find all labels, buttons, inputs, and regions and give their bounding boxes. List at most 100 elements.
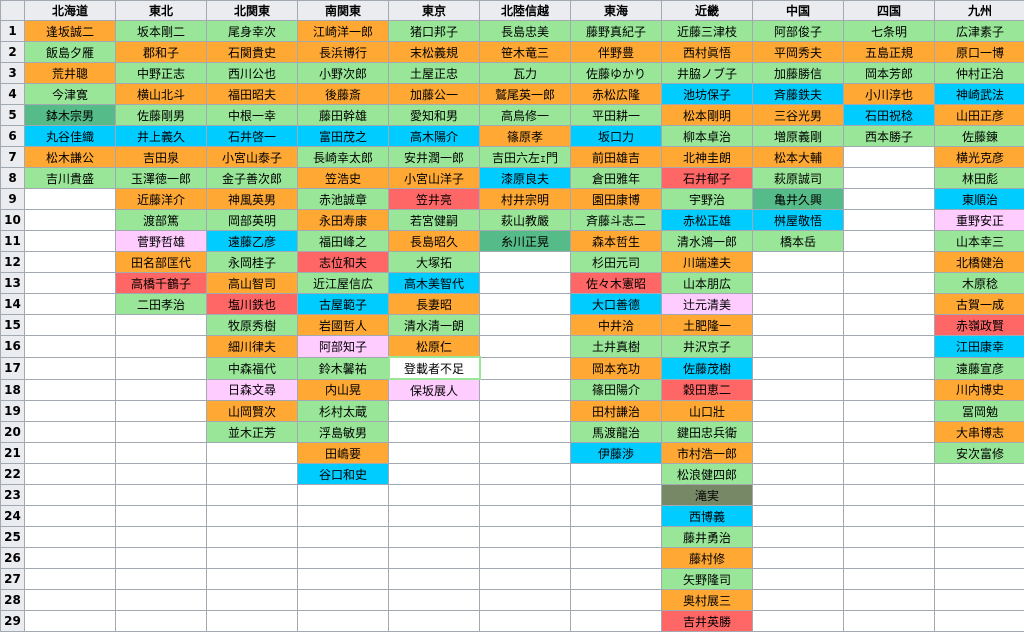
empty-cell bbox=[479, 442, 571, 464]
candidate-cell: 山田正彦 bbox=[934, 104, 1024, 126]
empty-cell bbox=[297, 547, 389, 569]
candidate-cell: 清水清一朗 bbox=[388, 314, 480, 336]
candidate-cell: 佐藤剛男 bbox=[115, 104, 207, 126]
candidate-cell: 東順治 bbox=[934, 188, 1024, 210]
candidate-cell: 倉田雅年 bbox=[570, 167, 662, 189]
empty-cell bbox=[934, 463, 1024, 485]
empty-cell bbox=[388, 484, 480, 506]
candidate-cell: 長島忠美 bbox=[479, 20, 571, 42]
empty-cell bbox=[570, 484, 662, 506]
candidate-cell: 今津寛 bbox=[24, 83, 116, 105]
candidate-cell: 横光克彦 bbox=[934, 146, 1024, 168]
header-block-5: 東京 bbox=[388, 0, 480, 21]
empty-cell bbox=[206, 589, 298, 611]
candidate-cell: 前田雄吉 bbox=[570, 146, 662, 168]
empty-cell bbox=[24, 505, 116, 527]
candidate-cell: 赤松広隆 bbox=[570, 83, 662, 105]
candidate-cell: 冨岡勉 bbox=[934, 400, 1024, 422]
empty-cell bbox=[934, 505, 1024, 527]
candidate-cell: 若宮健嗣 bbox=[388, 209, 480, 231]
empty-cell bbox=[115, 335, 207, 358]
empty-cell bbox=[752, 568, 844, 590]
candidate-cell: 金子善次郎 bbox=[206, 167, 298, 189]
candidate-cell: 川内博史 bbox=[934, 378, 1024, 401]
candidate-cell: 志位和夫 bbox=[297, 251, 389, 273]
candidate-cell: 佐々木憲昭 bbox=[570, 272, 662, 294]
candidate-cell: 加藤勝信 bbox=[752, 62, 844, 84]
empty-cell bbox=[843, 568, 935, 590]
candidate-cell: 登載者不足 bbox=[387, 356, 481, 380]
empty-cell bbox=[115, 421, 207, 443]
row-number: 21 bbox=[0, 442, 25, 464]
empty-cell bbox=[115, 378, 207, 401]
empty-cell bbox=[843, 188, 935, 210]
empty-cell bbox=[479, 293, 571, 315]
candidate-cell: 北神圭朗 bbox=[661, 146, 753, 168]
candidate-cell: 赤松正雄 bbox=[661, 209, 753, 231]
empty-cell bbox=[843, 209, 935, 231]
candidate-cell: 坂口力 bbox=[570, 125, 662, 147]
candidate-cell: 逢坂誠二 bbox=[24, 20, 116, 42]
header-block-10: 四国 bbox=[843, 0, 935, 21]
candidate-cell: 阿部俊子 bbox=[752, 20, 844, 42]
empty-cell bbox=[752, 251, 844, 273]
empty-cell bbox=[24, 293, 116, 315]
empty-cell bbox=[388, 505, 480, 527]
empty-cell bbox=[843, 314, 935, 336]
candidate-cell: 吉田泉 bbox=[115, 146, 207, 168]
header-block-8: 近畿 bbox=[661, 0, 753, 21]
empty-cell bbox=[479, 356, 571, 380]
candidate-cell: 井沢京子 bbox=[661, 335, 753, 358]
empty-cell bbox=[24, 272, 116, 294]
candidate-cell: 近江屋信広 bbox=[297, 272, 389, 294]
empty-cell bbox=[479, 568, 571, 590]
candidate-cell: 長浜博行 bbox=[297, 41, 389, 63]
empty-cell bbox=[934, 610, 1024, 632]
candidate-cell: 内山晃 bbox=[297, 378, 389, 401]
candidate-cell: 笹木竜三 bbox=[479, 41, 571, 63]
empty-cell bbox=[479, 610, 571, 632]
empty-cell bbox=[479, 378, 571, 401]
candidate-cell: 並木正芳 bbox=[206, 421, 298, 443]
candidate-cell: 辻元清美 bbox=[661, 293, 753, 315]
empty-cell bbox=[206, 547, 298, 569]
candidate-cell: 矢野隆司 bbox=[661, 568, 753, 590]
empty-cell bbox=[843, 146, 935, 168]
candidate-cell: 鈴木馨祐 bbox=[297, 356, 389, 380]
empty-cell bbox=[843, 167, 935, 189]
empty-cell bbox=[934, 589, 1024, 611]
header-block-7: 東海 bbox=[570, 0, 662, 21]
empty-cell bbox=[752, 547, 844, 569]
candidate-cell: 市村浩一郎 bbox=[661, 442, 753, 464]
empty-cell bbox=[752, 378, 844, 401]
empty-cell bbox=[24, 314, 116, 336]
row-number: 22 bbox=[0, 463, 25, 485]
empty-cell bbox=[843, 484, 935, 506]
candidate-cell: 小宮山泰子 bbox=[206, 146, 298, 168]
candidate-cell: 柳本卓治 bbox=[661, 125, 753, 147]
candidate-cell: 飯島夕雁 bbox=[24, 41, 116, 63]
candidate-cell: 中森福代 bbox=[206, 356, 298, 380]
row-number: 1 bbox=[0, 20, 25, 42]
candidate-cell: 富田茂之 bbox=[297, 125, 389, 147]
candidate-cell: 穀田恵二 bbox=[661, 378, 753, 401]
row-number: 6 bbox=[0, 125, 25, 147]
candidate-cell: 牧原秀樹 bbox=[206, 314, 298, 336]
candidate-cell: 松木謙公 bbox=[24, 146, 116, 168]
empty-cell bbox=[206, 484, 298, 506]
candidate-cell: 山本朋広 bbox=[661, 272, 753, 294]
candidate-cell: 加藤公一 bbox=[388, 83, 480, 105]
row-number: 12 bbox=[0, 251, 25, 273]
candidate-cell: 石井啓一 bbox=[206, 125, 298, 147]
empty-cell bbox=[388, 526, 480, 548]
empty-cell bbox=[206, 442, 298, 464]
candidate-cell: 鉢木宗男 bbox=[24, 104, 116, 126]
row-number: 4 bbox=[0, 83, 25, 105]
empty-cell bbox=[115, 442, 207, 464]
candidate-cell: 愛知和男 bbox=[388, 104, 480, 126]
row-number: 20 bbox=[0, 421, 25, 443]
empty-cell bbox=[24, 421, 116, 443]
